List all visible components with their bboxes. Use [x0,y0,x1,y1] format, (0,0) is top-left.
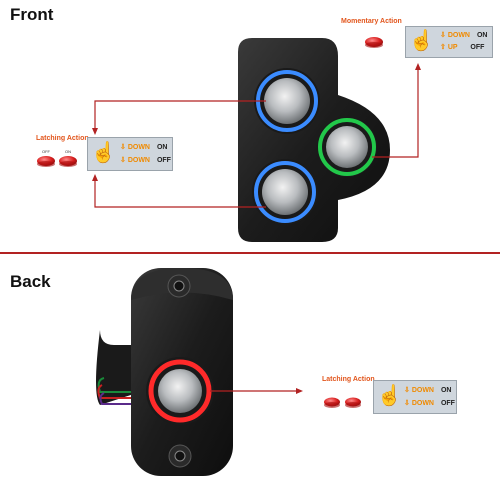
back-latching-row-2: ⇩ DOWN OFF [404,400,455,407]
arrow-down-icon: ⇩ [404,387,410,394]
back-title: Back [10,272,51,291]
latching-row-2: ⇩ DOWN OFF [120,157,171,164]
latching-action-label: Latching Action [36,135,89,142]
off-label: OFF [42,149,50,154]
red-button-icon [37,156,55,167]
red-button-icon [324,397,340,408]
arrow-down-icon: ⇩ [404,400,410,407]
red-button-icon [365,37,383,48]
hand-pointer-icon: ☝ [409,30,434,52]
red-button-icon [59,156,77,167]
back-bottom-screw [168,444,192,468]
arrow-down-icon: ⇩ [120,157,126,164]
momentary-action-label: Momentary Action [341,18,402,25]
on-label: ON [65,149,71,154]
latching-action-box: ☝ ⇩ DOWN ON ⇩ DOWN OFF [87,137,173,171]
back-top-screw [167,274,191,298]
red-button-icon [345,397,361,408]
latching-row-1: ⇩ DOWN ON [120,144,168,151]
back-latching-action-label: Latching Action [322,376,375,383]
hand-pointer-icon: ☝ [91,142,116,164]
section-divider [0,252,500,254]
front-connector-lines [92,63,421,208]
momentary-row-1: ⇩ DOWN ON [440,32,488,39]
back-latching-row-1: ⇩ DOWN ON [404,387,452,394]
momentary-row-2: ⇧ UP OFF [440,44,485,51]
front-title: Front [10,5,54,24]
hand-pointer-icon: ☝ [377,385,402,407]
front-side-button-green[interactable] [317,117,377,177]
momentary-action-box: ☝ ⇩ DOWN ON ⇧ UP OFF [405,26,493,58]
back-button-red[interactable] [146,357,214,425]
back-connector-line [210,388,303,394]
front-bottom-button-blue[interactable] [252,159,318,225]
back-latching-action-box: ☝ ⇩ DOWN ON ⇩ DOWN OFF [373,380,457,414]
arrow-down-icon: ⇩ [120,144,126,151]
arrow-up-icon: ⇧ [440,44,446,51]
front-top-button-blue[interactable] [254,68,320,134]
arrow-down-icon: ⇩ [440,32,446,39]
